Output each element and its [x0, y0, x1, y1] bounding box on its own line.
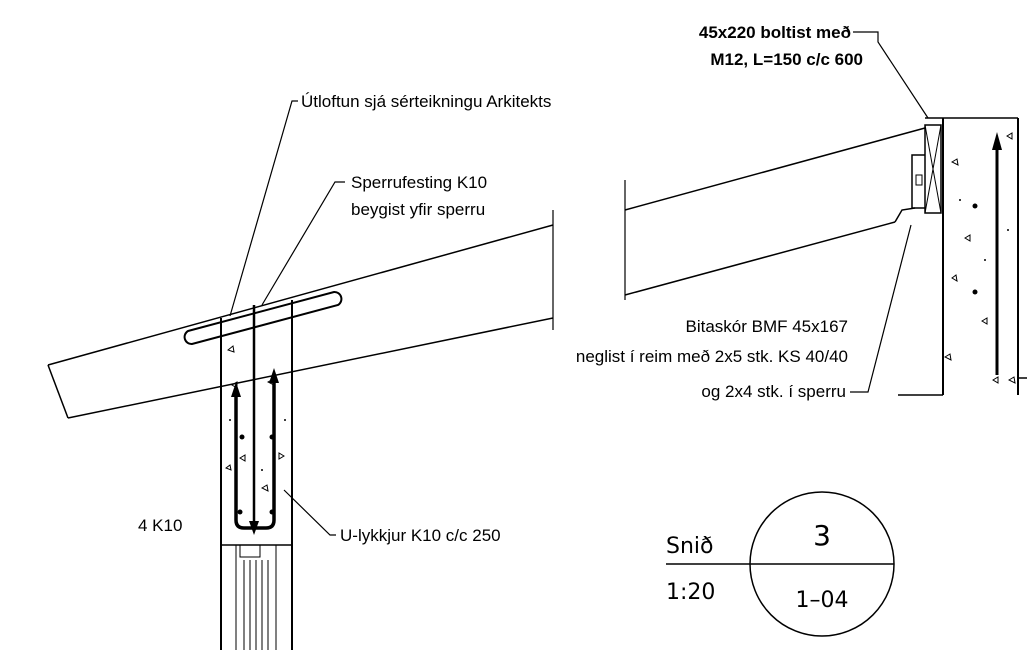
section-scale: 1:20	[666, 580, 715, 605]
section-sheet: 1–04	[796, 588, 849, 613]
hanger-label-line2: neglist í reim með 2x5 stk. KS 40/40	[576, 347, 848, 366]
rafter-tie-rod	[183, 291, 343, 345]
section-marker: Snið 1:20 3 1–04	[666, 491, 895, 637]
ventilation-label: Útloftun sjá sérteikningu Arkitekts	[301, 92, 551, 111]
concrete-wall-right	[898, 117, 1027, 396]
bolt-label-line2: M12, L=150 c/c 600	[710, 50, 863, 69]
hanger-label-line1: Bitaskór BMF 45x167	[685, 317, 848, 336]
rafter-left	[47, 210, 554, 419]
u-loops-label: U-lykkjur K10 c/c 250	[340, 526, 501, 545]
leader-lines	[229, 31, 929, 536]
concrete-wall-left	[220, 300, 293, 650]
rebar-count-label: 4 K10	[138, 516, 182, 535]
hanger-label-line3: og 2x4 stk. í sperru	[701, 382, 846, 401]
bolt-label-line1: 45x220 boltist með	[699, 23, 851, 42]
rafter-fixing-label-line1: Sperrufesting K10	[351, 173, 487, 192]
section-word: Snið	[666, 534, 713, 559]
rafter-fixing-label-line2: beygist yfir sperru	[351, 200, 485, 219]
section-number: 3	[813, 519, 831, 552]
rafter-right	[624, 127, 926, 300]
